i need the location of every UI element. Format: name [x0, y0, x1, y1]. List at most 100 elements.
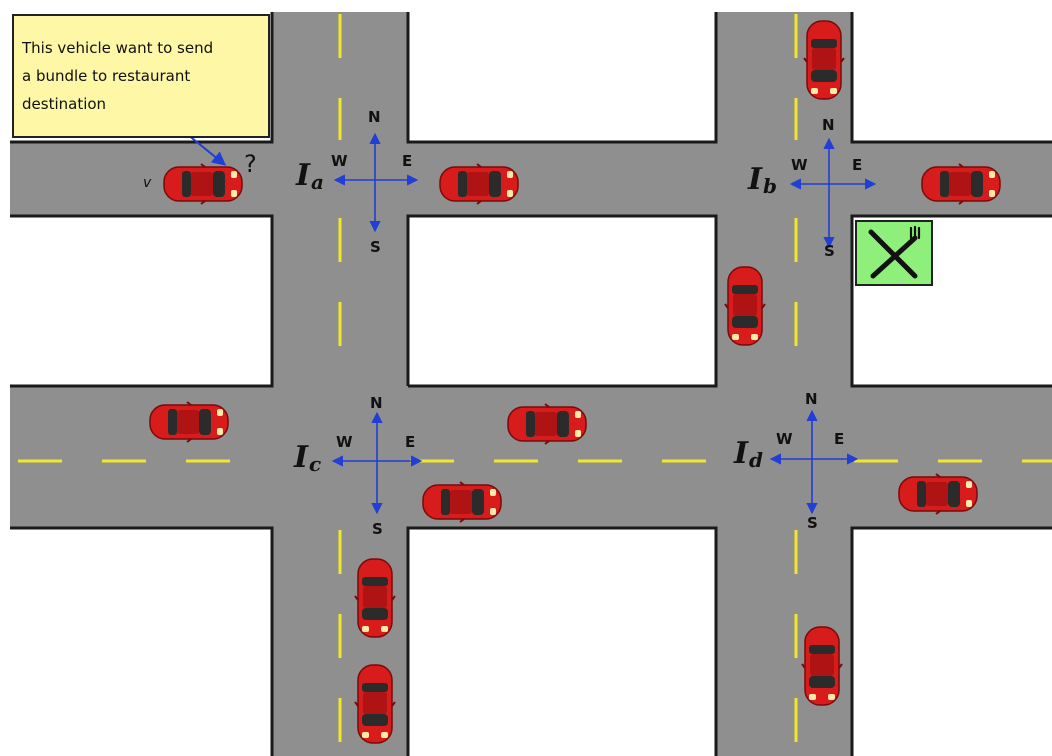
car-part: [362, 714, 388, 726]
car-part: [490, 508, 496, 515]
car-8: [423, 482, 501, 522]
car-part: [217, 409, 223, 416]
intersection-c-letter: I: [294, 440, 308, 475]
car-part: [441, 489, 450, 515]
car-part: [966, 481, 972, 488]
car-part: [217, 428, 223, 435]
car-part: [926, 482, 948, 506]
fork-knife-crossed-icon: [857, 222, 931, 284]
car-part: [809, 645, 835, 654]
car-4: [804, 21, 844, 99]
callout-line-2: a bundle to restaurant: [22, 62, 268, 90]
car-part: [966, 500, 972, 507]
intersection-a-letter: I: [296, 158, 310, 193]
car-part: [948, 481, 960, 507]
compass-a-east: E: [402, 152, 412, 170]
callout-line-3: destination: [22, 90, 268, 118]
car-part: [199, 409, 211, 435]
compass-c-south: S: [372, 520, 383, 538]
car-part: [812, 48, 836, 70]
question-mark: ?: [244, 150, 257, 178]
car-10: [355, 559, 395, 637]
car-7: [508, 404, 586, 444]
car-part: [458, 171, 467, 197]
car-part: [362, 732, 369, 738]
car-part: [182, 171, 191, 197]
compass-d-north: N: [805, 390, 818, 408]
car-part: [751, 334, 758, 340]
car-part: [507, 190, 513, 197]
car-6: [150, 402, 228, 442]
intersection-c-sub: c: [309, 452, 321, 476]
intersection-d-letter: I: [734, 436, 748, 471]
car-part: [507, 171, 513, 178]
car-part: [191, 172, 213, 196]
car-part: [949, 172, 971, 196]
car-part: [362, 608, 388, 620]
intersection-a-sub: a: [311, 170, 324, 194]
car-part: [490, 489, 496, 496]
car-11: [355, 665, 395, 743]
car-part: [381, 732, 388, 738]
compass-b-west: W: [791, 156, 808, 174]
car-part: [363, 586, 387, 608]
car-9: [899, 474, 977, 514]
car-part: [168, 409, 177, 435]
compass-b-south: S: [824, 242, 835, 260]
car-part: [989, 190, 995, 197]
compass-a-west: W: [331, 152, 348, 170]
car-part: [381, 626, 388, 632]
car-part: [363, 692, 387, 714]
car-part: [362, 577, 388, 586]
car-part: [828, 694, 835, 700]
intersection-b-sub: b: [763, 174, 777, 198]
compass-c-north: N: [370, 394, 383, 412]
compass-b-north: N: [822, 116, 835, 134]
car-5: [725, 267, 765, 345]
car-2: [440, 164, 518, 204]
compass-d-west: W: [776, 430, 793, 448]
vehicle-label: v: [143, 175, 151, 191]
car-part: [467, 172, 489, 196]
car-part: [940, 171, 949, 197]
car-part: [809, 694, 816, 700]
car-part: [732, 334, 739, 340]
compass-d-south: S: [807, 514, 818, 532]
car-part: [989, 171, 995, 178]
compass-a-north: N: [368, 108, 381, 126]
intersection-c-label: Ic: [294, 440, 321, 476]
car-part: [732, 285, 758, 294]
compass-c-east: E: [405, 433, 415, 451]
intersection-a-label: Ia: [296, 158, 324, 194]
callout-line-1: This vehicle want to send: [22, 34, 268, 62]
car-part: [489, 171, 501, 197]
car-part: [811, 39, 837, 48]
intersection-d-sub: d: [749, 448, 763, 472]
car-part: [810, 654, 834, 676]
car-part: [177, 410, 199, 434]
car-part: [231, 171, 237, 178]
intersection-b-label: Ib: [748, 162, 777, 198]
car-3: [922, 164, 1000, 204]
car-part: [575, 430, 581, 437]
car-part: [362, 626, 369, 632]
compass-c-west: W: [336, 433, 353, 451]
car-part: [971, 171, 983, 197]
vehicle-v-car: [164, 164, 242, 204]
car-part: [231, 190, 237, 197]
car-part: [557, 411, 569, 437]
car-part: [472, 489, 484, 515]
car-part: [811, 88, 818, 94]
car-part: [732, 316, 758, 328]
car-part: [809, 676, 835, 688]
compass-a-south: S: [370, 238, 381, 256]
car-part: [362, 683, 388, 692]
restaurant-destination: [855, 220, 933, 286]
intersection-b-letter: I: [748, 162, 762, 197]
car-part: [526, 411, 535, 437]
car-part: [535, 412, 557, 436]
compass-d-east: E: [834, 430, 844, 448]
car-part: [575, 411, 581, 418]
car-part: [917, 481, 926, 507]
car-part: [811, 70, 837, 82]
